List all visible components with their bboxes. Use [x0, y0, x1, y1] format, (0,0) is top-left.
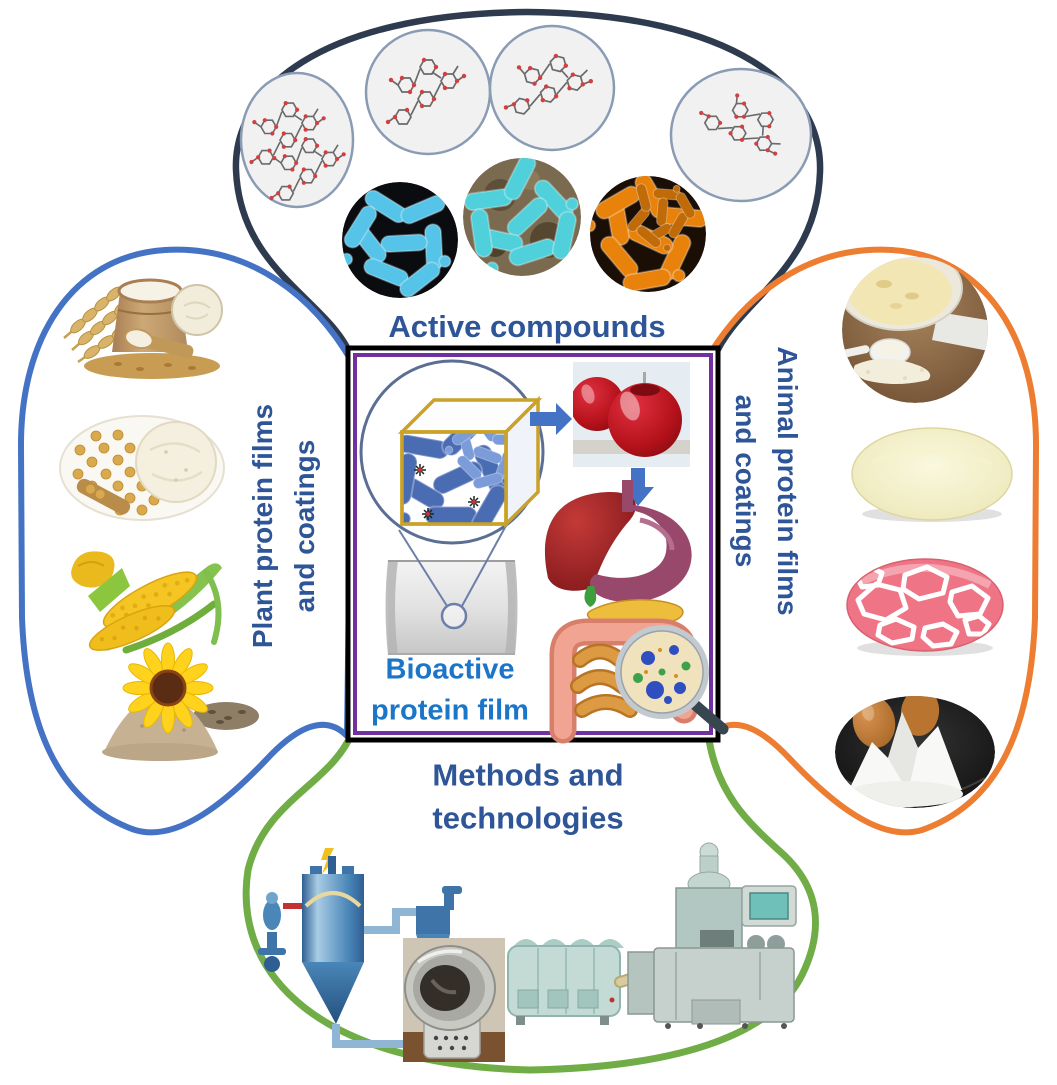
blue-bacteria-micrograph: [342, 182, 458, 298]
bioactive-label-line1: Bioactive: [385, 653, 515, 686]
coating-pan-machine: [403, 938, 505, 1062]
encapsulation-machine: [627, 842, 797, 1029]
esophagus-icon: [622, 480, 633, 512]
plant-proteins-label-line2: and coatings: [289, 439, 320, 613]
plant-proteins-blob-outline: [17, 246, 356, 836]
plant-proteins-label: Plant protein films and coatings: [242, 404, 326, 648]
methods-label-line1: Methods and: [432, 757, 624, 793]
bioactive-label-line2: protein film: [371, 694, 529, 726]
animal-proteins-label-line1: Animal protein films: [772, 346, 803, 616]
orange-bacteria-micrograph: [590, 176, 706, 292]
magnifier-callout: [398, 521, 509, 630]
polysaccharide-structure-4: [669, 67, 813, 203]
methods-blob-outline: [242, 729, 819, 1074]
polysaccharide-structure-1: [239, 71, 355, 209]
whey-powder-bowl: [842, 257, 988, 403]
spray-dryer-schematic: [258, 848, 462, 1048]
polysaccharide-structure-3: [488, 24, 616, 152]
teal-bacteria-micrograph: [463, 158, 581, 276]
digestive-system-illustration: [544, 480, 729, 744]
magnified-bacteria-cube: [359, 359, 545, 545]
liver-icon: [544, 491, 636, 591]
arrow-film-to-apple: [530, 403, 572, 435]
gut-magnifier-icon: [615, 625, 729, 735]
bioactive-protein-film-label: Bioactive protein film: [371, 649, 529, 730]
sunflower-icon: [122, 642, 214, 734]
corn-cobs-and-zein-powder: [71, 551, 222, 654]
active-compounds-blob-outline: [232, 8, 824, 362]
wheat-and-flour-sack: [63, 278, 223, 379]
animal-proteins-label: Animal protein films and coatings: [724, 346, 808, 615]
gallbladder-icon: [584, 586, 597, 607]
sunflower-seeds-and-meal: [102, 642, 259, 761]
active-compounds-label: Active compounds: [388, 309, 666, 344]
eggs-and-egg-white-powder: [835, 696, 995, 808]
animal-proteins-blob-outline: [701, 246, 1040, 836]
polysaccharide-structure-2: [364, 28, 492, 156]
coated-apples-photo: [573, 362, 690, 467]
gelatin-powder-plate: [851, 427, 1013, 522]
methods-label-line2: technologies: [432, 801, 624, 836]
stomach-icon: [589, 505, 692, 603]
plant-proteins-label-line1: Plant protein films: [247, 403, 278, 649]
meat-myofibrillar-pattern: [846, 558, 1004, 656]
animal-proteins-label-line2: and coatings: [730, 394, 761, 568]
methods-label: Methods and technologies: [432, 754, 623, 841]
soybeans-and-soy-flour: [59, 415, 225, 521]
